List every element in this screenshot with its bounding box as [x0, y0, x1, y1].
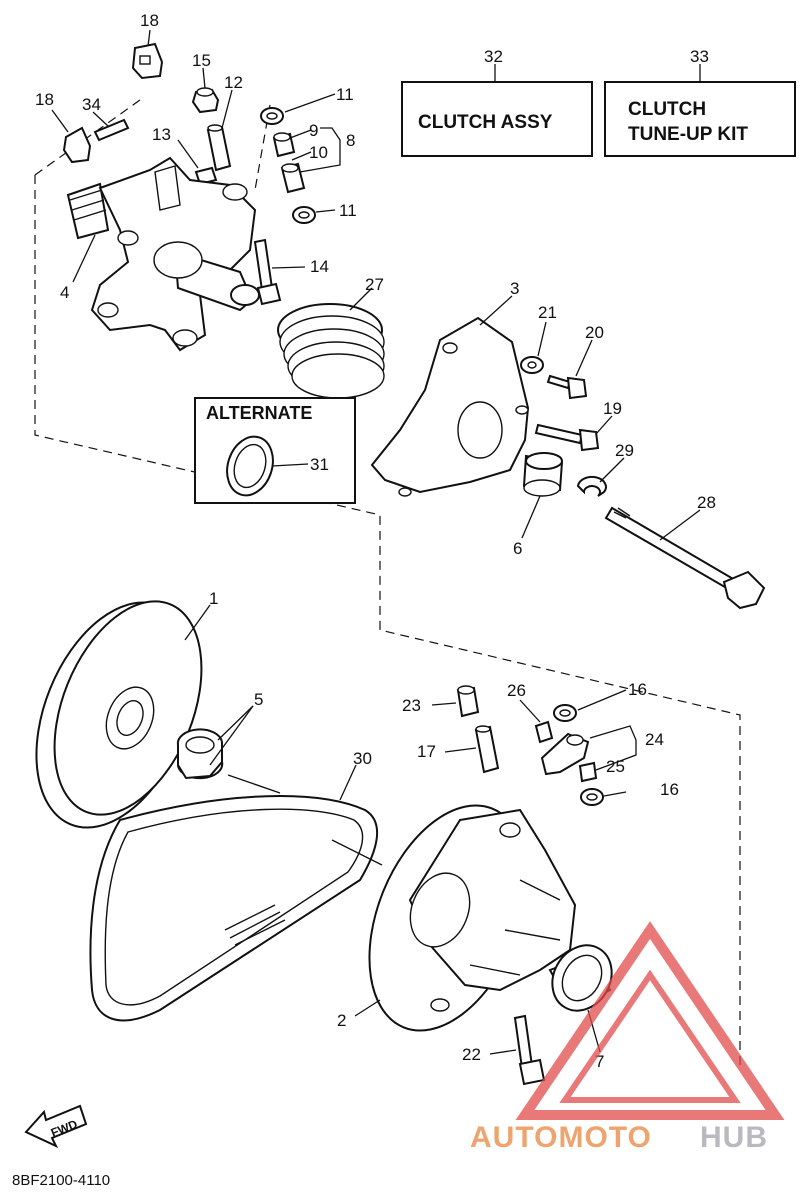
callout-21: 21 — [538, 303, 557, 322]
callout-32: 32 — [484, 47, 503, 66]
part-29-collar — [576, 475, 607, 497]
part-12-pin — [206, 124, 232, 172]
part-25-roller — [578, 761, 598, 783]
part-24-weight-arm — [540, 732, 590, 776]
callout-33: 33 — [690, 47, 709, 66]
watermark-text-hub: HUB — [700, 1121, 768, 1154]
part-23-nut — [456, 685, 480, 718]
callout-1: 1 — [209, 589, 218, 608]
part-18-clip-left — [62, 126, 92, 164]
callout-23: 23 — [402, 696, 421, 715]
callout-3: 3 — [510, 279, 519, 298]
callout-17: 17 — [417, 742, 436, 761]
part-14-bolt — [253, 238, 282, 306]
callout-6: 6 — [513, 539, 522, 558]
callout-5: 5 — [254, 690, 263, 709]
part-9-roller — [272, 132, 296, 158]
callout-16-lower: 16 — [660, 780, 679, 799]
assembly-boundary — [34, 99, 741, 1068]
callout-27: 27 — [365, 275, 384, 294]
callout-25: 25 — [606, 757, 625, 776]
watermark-logo-icon — [515, 921, 785, 1120]
callout-7: 7 — [595, 1052, 604, 1071]
callout-11-lower: 11 — [339, 201, 357, 220]
callout-12: 12 — [224, 73, 243, 92]
fwd-arrow-icon — [24, 1104, 88, 1149]
part-3-cover — [370, 316, 530, 497]
alternate-label: ALTERNATE — [206, 403, 312, 423]
tune-up-kit-label-line2: TUNE-UP KIT — [628, 124, 748, 145]
part-5-bushing — [176, 728, 224, 780]
callout-30: 30 — [353, 749, 372, 768]
clutch-assy-label: CLUTCH ASSY — [418, 112, 553, 133]
part-21-washer — [520, 356, 544, 374]
alternate-box — [194, 397, 356, 504]
callout-24: 24 — [645, 730, 664, 749]
part-11-washer-lower — [292, 206, 316, 224]
callout-2: 2 — [337, 1011, 346, 1030]
callout-20: 20 — [585, 323, 604, 342]
part-18-clip-top — [131, 42, 164, 80]
callout-8: 8 — [346, 131, 355, 150]
callout-22: 22 — [462, 1045, 481, 1064]
part-10-bushing — [280, 162, 306, 194]
callout-16-upper: 16 — [628, 680, 647, 699]
callout-29: 29 — [615, 441, 634, 460]
callout-13: 13 — [152, 125, 171, 144]
clutch-assy-box — [401, 81, 593, 157]
part-22-bolt — [513, 1014, 546, 1086]
callout-14: 14 — [310, 257, 329, 276]
callout-15: 15 — [192, 51, 211, 70]
callout-10: 10 — [309, 143, 328, 162]
part-2-movable-sheave — [368, 804, 577, 1032]
part-19-bolt — [534, 423, 600, 452]
callout-18-top: 18 — [140, 11, 159, 30]
callout-4: 4 — [60, 283, 69, 302]
part-34-pin — [93, 118, 130, 142]
callout-31: 31 — [310, 455, 329, 474]
part-16-washer-lower — [580, 788, 604, 806]
part-30-drive-belt — [89, 795, 379, 1022]
part-13-setscrew — [194, 166, 218, 186]
callout-28: 28 — [697, 493, 716, 512]
part-7-bushing — [548, 944, 613, 1012]
part-11-washer-upper — [260, 107, 284, 125]
callout-34: 34 — [82, 95, 101, 114]
callout-9: 9 — [309, 121, 318, 140]
tune-up-kit-label-line1: CLUTCH — [628, 99, 706, 120]
part-20-bolt — [546, 374, 588, 400]
diagram-code: 8BF2100-4110 — [12, 1172, 110, 1189]
part-17-pin — [474, 725, 500, 774]
part-6-bushing — [522, 452, 564, 497]
part-4-spider-hub — [66, 156, 260, 352]
callout-18-left: 18 — [35, 90, 54, 109]
watermark-text-automoto: AUTOMOTO — [470, 1121, 652, 1154]
part-16-washer-upper — [553, 704, 577, 722]
callout-26: 26 — [507, 681, 526, 700]
part-15-nut — [191, 87, 220, 114]
part-28-long-bolt — [604, 506, 766, 610]
part-27-spring — [277, 303, 385, 399]
callout-19: 19 — [603, 399, 622, 418]
tune-up-kit-box — [604, 81, 796, 157]
part-1-fixed-sheave — [35, 600, 203, 829]
callout-11-upper: 11 — [336, 85, 354, 104]
part-26-setscrew — [534, 720, 554, 744]
